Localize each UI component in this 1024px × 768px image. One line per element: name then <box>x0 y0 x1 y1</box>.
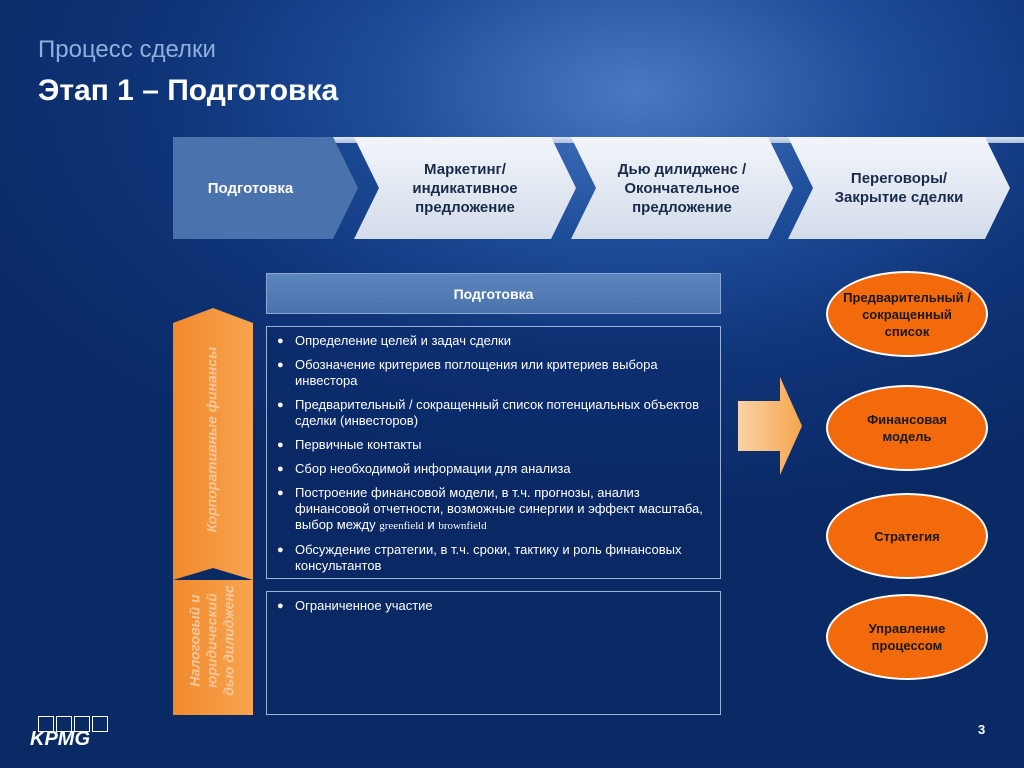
slide-title: Этап 1 – Подготовка <box>38 74 339 107</box>
step-label: Маркетинг/ <box>424 160 506 178</box>
list-item: Обсуждение стратегии, в т.ч. сроки, такт… <box>277 542 710 574</box>
output-label: Стратегия <box>874 528 940 544</box>
conjunction: и <box>427 517 435 532</box>
logo-boxes-icon <box>38 716 110 732</box>
list-item: Обозначение критериев поглощения или кри… <box>277 357 710 389</box>
term-brownfield: brownfield <box>438 520 487 532</box>
tax-legal-list: Ограниченное участие <box>267 592 720 614</box>
output-label: Финансовая <box>867 412 947 427</box>
list-item: Сбор необходимой информации для анализа <box>277 461 710 477</box>
output-label: список <box>884 323 930 339</box>
term-greenfield: greenfield <box>379 520 424 532</box>
step-label: индикативное <box>412 179 518 197</box>
step-label: Закрытие сделки <box>834 189 964 206</box>
output-strategy: Стратегия <box>826 493 988 579</box>
list-item: Первичные контакты <box>277 437 710 453</box>
step-preparation: Подготовка <box>173 137 358 239</box>
kpmg-logo: KPMG <box>30 716 110 751</box>
step-due-diligence: Дью дилидженс / Окончательное предложени… <box>571 137 793 239</box>
corporate-finance-band <box>173 308 253 580</box>
slide-subtitle: Процесс сделки <box>38 36 216 63</box>
list-item-financial-model: Построение финансовой модели, в т.ч. про… <box>277 485 710 534</box>
corporate-finance-list: Определение целей и задач сделки Обознач… <box>267 327 720 574</box>
output-label: сокращенный <box>862 306 952 322</box>
step-label: Подготовка <box>207 179 294 197</box>
output-financial-model: Финансовая модель <box>826 385 988 471</box>
page-number: 3 <box>978 722 986 737</box>
list-item-text: Построение финансовой модели, в т.ч. про… <box>295 485 703 532</box>
output-process-management: Управление процессом <box>826 594 988 680</box>
list-item: Определение целей и задач сделки <box>277 333 710 349</box>
step-label: Дью дилидженс / <box>617 160 747 178</box>
step-label: предложение <box>415 198 515 216</box>
tax-legal-label: Налоговый и юридический дью дилидженс <box>187 576 238 706</box>
list-item: Ограниченное участие <box>277 598 710 614</box>
output-label: процессом <box>871 638 943 653</box>
tax-legal-label-line: Налоговый и <box>186 594 203 687</box>
tax-legal-box: Ограниченное участие <box>266 591 721 715</box>
step-negotiations: Переговоры/ Закрытие сделки <box>788 137 1010 239</box>
output-label: модель <box>882 429 932 444</box>
tax-legal-band <box>173 580 253 715</box>
result-arrow <box>738 377 802 475</box>
corporate-finance-label: Корпоративные финансы <box>203 346 220 533</box>
output-label: Управление <box>868 621 946 636</box>
step-label: Окончательное <box>624 179 740 197</box>
tax-legal-label-line: юридический <box>203 593 220 688</box>
list-item: Предварительный / сокращенный список пот… <box>277 397 710 429</box>
corporate-finance-box: Определение целей и задач сделки Обознач… <box>266 326 721 579</box>
output-label: Предварительный / <box>843 289 971 305</box>
output-shortlist: Предварительный / сокращенный список <box>826 271 988 357</box>
panel-header: Подготовка <box>266 273 721 314</box>
logo-text: KPMG <box>30 728 90 750</box>
tax-legal-label-line: дью дилидженс <box>220 585 237 696</box>
step-label: Переговоры/ <box>850 170 948 187</box>
step-marketing: Маркетинг/ индикативное предложение <box>354 137 576 239</box>
step-label: предложение <box>632 198 732 216</box>
